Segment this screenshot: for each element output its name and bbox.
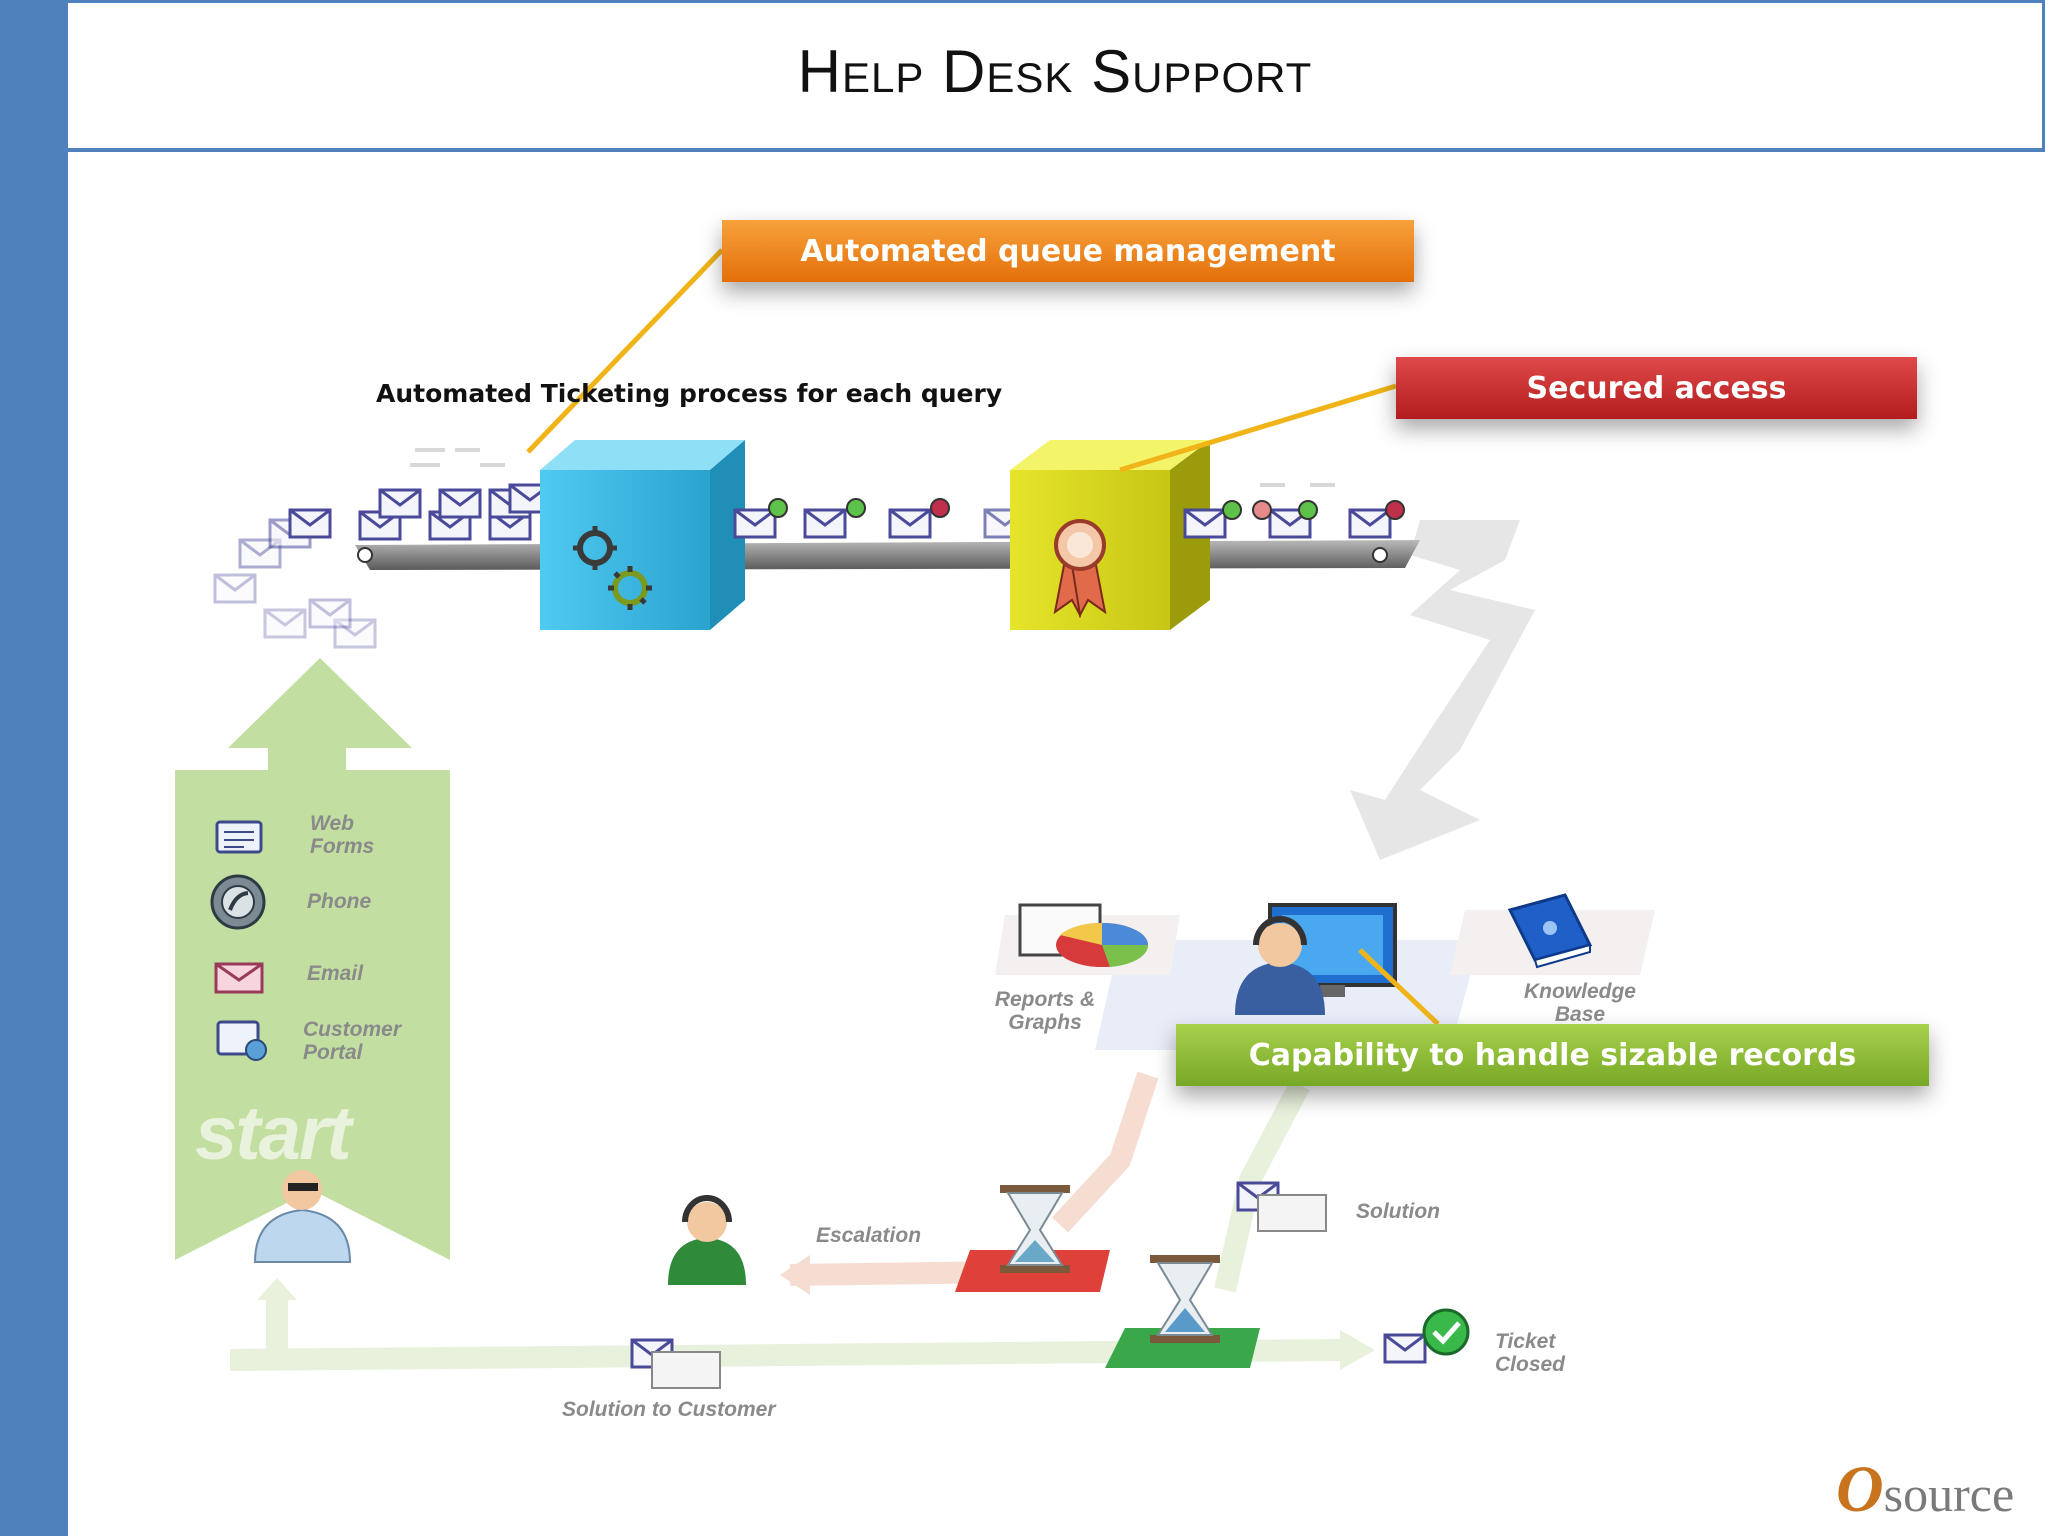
start-arrow-panel [175,658,450,1260]
osource-logo: Osource [1836,1452,2014,1528]
hourglass-green-icon [1105,1255,1260,1368]
customer-portal-icon [216,1020,267,1061]
slide-header: Help Desk Support [68,0,2045,152]
callout-connectors [526,248,1440,1026]
solution-to-customer-envelope-icon [630,1338,721,1389]
email-icon [214,962,264,994]
processing-box [540,440,745,630]
start-label: start [195,1091,352,1176]
security-box [1010,440,1210,630]
logo-initial: O [1836,1453,1884,1526]
ticket-closed-icon [1383,1308,1470,1364]
phone-label: Phone [307,890,372,913]
conveyor-belt [355,540,1420,570]
email-label: Email [307,962,364,985]
ticket-closed-label: Ticket Closed [1495,1330,1566,1376]
customer-avatar [253,1170,352,1263]
reports-chart-icon [1018,903,1149,967]
reports-graphs-label: Reports & Graphs [994,988,1096,1034]
gears-icon [573,526,652,610]
web-forms-label: Web Forms [310,812,375,858]
left-accent-bar [0,0,68,1536]
escalation-agent-icon [668,1195,746,1285]
belt-envelopes-right [1183,483,1405,539]
phone-icon [210,874,266,930]
incoming-envelopes [213,448,552,649]
solution-envelope-icon [1236,1181,1327,1232]
sizable-records-callout: Capability to handle sizable records [1176,1024,1929,1086]
escalation-label: Escalation [816,1224,922,1247]
knowledge-base-label: Knowledge Base [1523,980,1636,1026]
solution-to-customer-label: Solution to Customer [562,1398,776,1421]
queue-management-callout: Automated queue management [722,220,1414,282]
customer-portal-label: Customer Portal [303,1018,402,1064]
ribbon-award-icon [1053,519,1107,619]
belt-envelopes-middle [733,498,1027,539]
flow-arrow-grey [1350,520,1535,860]
slide-title: Help Desk Support [797,38,1313,105]
ticketing-process-label: Automated Ticketing process for each que… [376,379,1003,408]
knowledge-base-book-icon [1507,893,1593,969]
hourglass-red-icon [955,1185,1110,1292]
secured-access-callout: Secured access [1396,357,1917,419]
web-forms-icon [215,820,263,854]
solution-label: Solution [1356,1200,1440,1223]
logo-text: source [1883,1466,2015,1522]
support-agent-icon [1235,916,1325,1015]
